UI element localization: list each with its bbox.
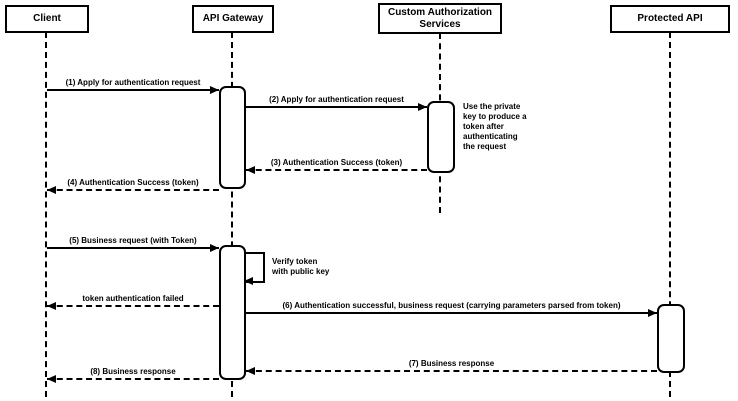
message-8: (8) Business response <box>47 364 219 383</box>
activation-protected-api <box>657 304 685 373</box>
arrowhead-left-icon <box>244 277 253 285</box>
activation-api-gateway-business <box>219 245 246 380</box>
arrowhead-right-icon <box>648 309 657 317</box>
message-4-line <box>47 189 219 191</box>
message-6-label: (6) Authentication successful, business … <box>282 301 621 310</box>
message-4-label: (4) Authentication Success (token) <box>67 178 199 187</box>
actor-client: Client <box>5 5 89 33</box>
actor-protected-api-label: Protected API <box>637 13 703 24</box>
message-6-line <box>246 312 657 314</box>
arrowhead-left-icon <box>246 367 255 375</box>
actor-client-label: Client <box>33 13 61 24</box>
arrowhead-left-icon <box>47 375 56 383</box>
message-5-line <box>47 247 219 249</box>
message-5: (5) Business request (with Token) <box>47 233 219 252</box>
arrowhead-left-icon <box>47 186 56 194</box>
message-token-failed-label: token authentication failed <box>82 294 184 303</box>
message-1-line <box>47 89 219 91</box>
message-8-label: (8) Business response <box>90 367 176 376</box>
message-2-line <box>246 106 427 108</box>
message-3: (3) Authentication Success (token) <box>246 155 427 174</box>
activation-api-gateway-auth <box>219 86 246 189</box>
lifeline-api-gateway <box>231 32 233 397</box>
self-message-verify-token <box>244 252 265 285</box>
message-7-line <box>246 370 657 372</box>
arrowhead-right-icon <box>210 86 219 94</box>
message-2: (2) Apply for authentication request <box>246 92 427 111</box>
message-token-failed-line <box>47 305 219 307</box>
message-2-label: (2) Apply for authentication request <box>269 95 404 104</box>
note-private-key: Use the private key to produce a token a… <box>463 102 527 151</box>
message-3-label: (3) Authentication Success (token) <box>270 158 403 167</box>
lifeline-client <box>45 32 47 397</box>
message-7: (7) Business response <box>246 356 657 375</box>
actor-api-gateway: API Gateway <box>192 5 274 33</box>
message-1: (1) Apply for authentication request <box>47 75 219 94</box>
actor-api-gateway-label: API Gateway <box>202 13 264 24</box>
lifeline-protected-api <box>669 32 671 397</box>
arrowhead-right-icon <box>210 244 219 252</box>
arrowhead-left-icon <box>47 302 56 310</box>
activation-custom-authorization-services <box>427 101 455 173</box>
actor-protected-api: Protected API <box>610 5 730 33</box>
message-8-line <box>47 378 219 380</box>
arrowhead-right-icon <box>418 103 427 111</box>
message-6: (6) Authentication successful, business … <box>246 298 657 317</box>
message-1-label: (1) Apply for authentication request <box>65 78 201 87</box>
message-3-line <box>246 169 427 171</box>
message-token-failed: token authentication failed <box>47 291 219 310</box>
message-5-label: (5) Business request (with Token) <box>69 236 197 245</box>
message-7-label: (7) Business response <box>408 359 495 368</box>
self-message-verify-token-label: Verify token with public key <box>272 257 330 276</box>
actor-custom-authorization-services-label: Custom Authorization Services <box>387 6 493 30</box>
message-4: (4) Authentication Success (token) <box>47 175 219 194</box>
arrowhead-left-icon <box>246 166 255 174</box>
actor-custom-authorization-services: Custom Authorization Services <box>378 3 502 34</box>
